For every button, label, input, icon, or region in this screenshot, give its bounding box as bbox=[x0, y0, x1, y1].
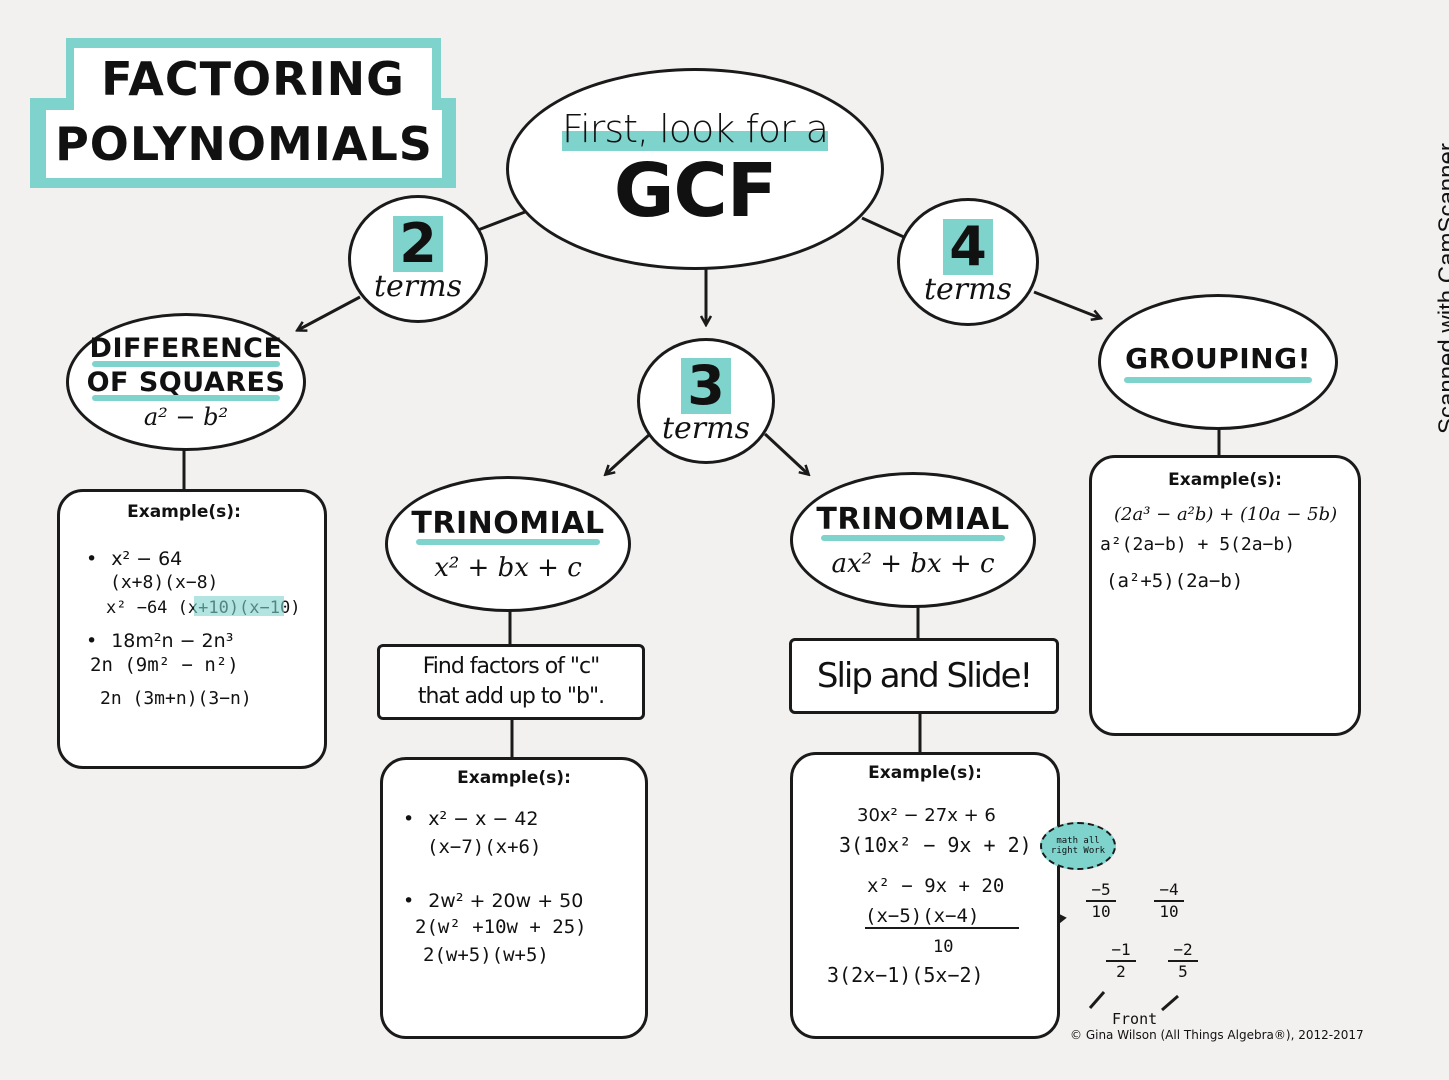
fraction-3: −1 2 bbox=[1106, 940, 1136, 982]
difference-highlight-2 bbox=[92, 395, 280, 401]
trinomial-2-ex-line: 3(2x−1)(5x−2) bbox=[827, 963, 984, 987]
trinomial-1-ex-line: (x−7)(x+6) bbox=[427, 836, 542, 858]
grouping-example-title: Example(s): bbox=[1168, 470, 1282, 490]
trinomial-2-formula: ax² + bx + c bbox=[831, 548, 995, 579]
four-terms-circle: 4 terms bbox=[897, 198, 1039, 326]
trinomial-2-ex-line: 3(10x² − 9x + 2) bbox=[839, 833, 1032, 857]
difference-formula: a² − b² bbox=[143, 403, 229, 431]
grouping-ex-line: a²(2a−b) + 5(2a−b) bbox=[1100, 534, 1296, 555]
two-number: 2 bbox=[393, 216, 443, 272]
fraction-2-num: −4 bbox=[1159, 880, 1179, 899]
first-highlight: First, look for a bbox=[562, 107, 829, 151]
difference-ex-line: x² − 64 bbox=[86, 548, 182, 570]
copyright: © Gina Wilson (All Things Algebra®), 201… bbox=[1070, 1028, 1364, 1042]
trinomial-2-example-box: Example(s): 30x² − 27x + 6 3(10x² − 9x +… bbox=[790, 752, 1060, 1039]
trinomial-2-tip: Slip and Slide! bbox=[789, 638, 1059, 714]
trinomial-2-oval: TRINOMIAL ax² + bx + c bbox=[790, 472, 1036, 608]
trinomial-2-ex-line: x² − 9x + 20 bbox=[867, 875, 1005, 897]
gcf-oval: First, look for a GCF bbox=[506, 68, 884, 270]
four-terms-label: terms bbox=[924, 272, 1012, 307]
grouping-ex-line: (a²+5)(2a−b) bbox=[1106, 570, 1244, 592]
trinomial-1-formula: x² + bx + c bbox=[434, 552, 582, 583]
fraction-2: −4 10 bbox=[1154, 880, 1184, 922]
trinomial-1-ex-line: x² − x − 42 bbox=[403, 808, 538, 830]
difference-ex-highlight bbox=[194, 596, 284, 616]
title-line-2: POLYNOMIALS bbox=[46, 110, 442, 178]
trinomial-1-ex-line: 2(w² +10w + 25) bbox=[415, 916, 587, 938]
fraction-3-den: 2 bbox=[1106, 960, 1136, 982]
difference-ex-line: 2n (9m² − n²) bbox=[90, 654, 239, 676]
four-number: 4 bbox=[943, 219, 993, 275]
difference-example-box: Example(s): x² − 64 (x+8)(x−8) x² −64 (x… bbox=[57, 489, 327, 769]
difference-ex-line: 18m²n − 2n³ bbox=[86, 630, 233, 652]
title-banner: FACTORING POLYNOMIALS bbox=[30, 38, 456, 188]
three-terms-circle: 3 terms bbox=[637, 338, 775, 464]
title-line-1: FACTORING bbox=[74, 48, 432, 110]
grouping-ex-line: (2a³ − a²b) + (10a − 5b) bbox=[1114, 504, 1338, 525]
trinomial-1-title: TRINOMIAL bbox=[411, 505, 605, 541]
difference-ex-line: 2n (3m+n)(3−n) bbox=[100, 688, 252, 709]
fraction-3-num: −1 bbox=[1111, 940, 1131, 959]
trinomial-2-title: TRINOMIAL bbox=[816, 501, 1010, 537]
trinomial-1-example-title: Example(s): bbox=[457, 768, 571, 788]
camscanner-watermark: Scanned with CamScanner bbox=[1434, 143, 1449, 434]
grouping-example-box: Example(s): (2a³ − a²b) + (10a − 5b) a²(… bbox=[1089, 455, 1361, 736]
thought-bubble: math all right Work bbox=[1040, 822, 1116, 870]
difference-ex-line: (x+8)(x−8) bbox=[110, 572, 219, 593]
trinomial-2-ex-line: 10 bbox=[933, 937, 954, 957]
fraction-1-den: 10 bbox=[1086, 900, 1116, 922]
two-terms-circle: 2 terms bbox=[348, 195, 488, 323]
trinomial-1-highlight bbox=[416, 538, 600, 545]
two-terms-label: terms bbox=[374, 269, 462, 304]
fraction-4: −2 5 bbox=[1168, 940, 1198, 982]
fraction-1: −5 10 bbox=[1086, 880, 1116, 922]
gcf-prompt: First, look for a bbox=[562, 107, 829, 151]
trinomial-1-ex-line: 2(w+5)(w+5) bbox=[423, 944, 549, 966]
grouping-oval: GROUPING! bbox=[1098, 294, 1338, 430]
trinomial-2-example-title: Example(s): bbox=[868, 763, 982, 783]
three-terms-label: terms bbox=[662, 411, 750, 446]
trinomial-2-ex-line: (x−5)(x−4) bbox=[865, 905, 1020, 929]
difference-of-squares-oval: DIFFERENCE OF SQUARES a² − b² bbox=[66, 313, 306, 451]
trinomial-2-tip-text: Slip and Slide! bbox=[816, 656, 1033, 696]
difference-highlight-1 bbox=[92, 361, 280, 367]
trinomial-2-highlight bbox=[821, 534, 1005, 541]
trinomial-1-tip-line-2: that add up to "b". bbox=[417, 684, 605, 709]
trinomial-1-example-box: Example(s): x² − x − 42 (x−7)(x+6) 2w² +… bbox=[380, 757, 648, 1039]
difference-line-1: DIFFERENCE bbox=[89, 333, 283, 364]
three-number: 3 bbox=[681, 358, 731, 414]
trinomial-1-oval: TRINOMIAL x² + bx + c bbox=[385, 476, 631, 612]
grouping-title: GROUPING! bbox=[1125, 341, 1311, 375]
difference-example-title: Example(s): bbox=[127, 502, 241, 522]
fraction-1-num: −5 bbox=[1091, 880, 1111, 899]
fraction-2-den: 10 bbox=[1154, 900, 1184, 922]
trinomial-1-tip-line-1: Find factors of "c" bbox=[422, 654, 601, 679]
gcf-label: GCF bbox=[613, 148, 778, 234]
grouping-highlight bbox=[1124, 376, 1312, 383]
trinomial-1-tip: Find factors of "c" that add up to "b". bbox=[377, 644, 645, 720]
trinomial-1-ex-line: 2w² + 20w + 50 bbox=[403, 890, 583, 912]
fraction-4-num: −2 bbox=[1173, 940, 1193, 959]
difference-line-2: OF SQUARES bbox=[86, 367, 286, 398]
front-note: Front bbox=[1112, 1010, 1158, 1028]
fraction-4-den: 5 bbox=[1168, 960, 1198, 982]
trinomial-2-ex-line: 30x² − 27x + 6 bbox=[857, 805, 996, 826]
